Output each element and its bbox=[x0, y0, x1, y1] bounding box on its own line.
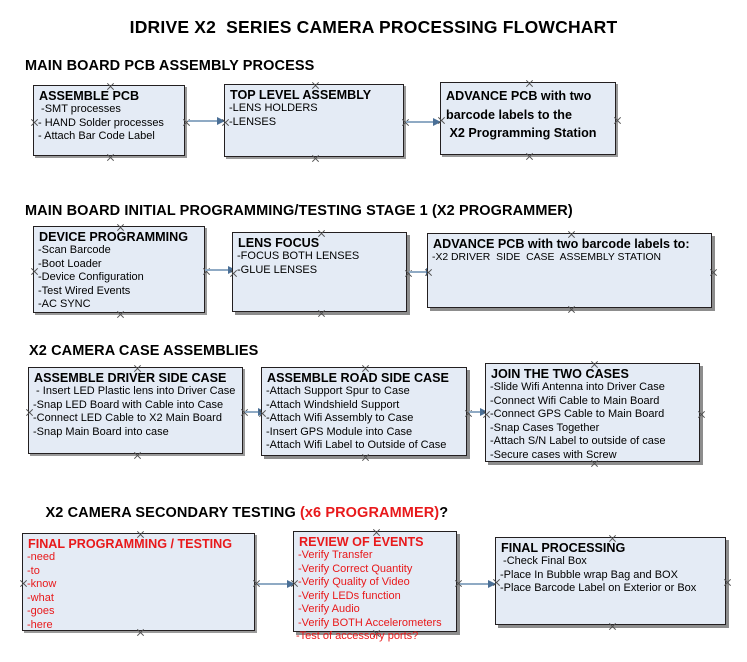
box-line: -Attach S/N Label to outside of case bbox=[490, 435, 666, 448]
resize-handle[interactable] bbox=[133, 451, 142, 460]
resize-handle[interactable] bbox=[106, 153, 115, 162]
box-line: -Place Barcode Label on Exterior or Box bbox=[500, 582, 697, 595]
box-assemble-road-side-case[interactable]: ASSEMBLE ROAD SIDE CASE -Attach Support … bbox=[261, 367, 467, 456]
box-line: -AC SYNC bbox=[38, 298, 91, 311]
box-line: -Scan Barcode bbox=[38, 244, 111, 256]
connector-arrow bbox=[460, 579, 496, 588]
box-title: FINAL PROGRAMMING / TESTING bbox=[28, 537, 233, 551]
resize-handle[interactable] bbox=[709, 268, 718, 277]
box-line: - Insert LED Plastic lens into Driver Ca… bbox=[33, 385, 236, 397]
box-line: -Snap Main Board into case bbox=[33, 425, 169, 438]
resize-handle[interactable] bbox=[361, 453, 370, 462]
box-final-processing[interactable]: FINAL PROCESSING -Check Final Box -Place… bbox=[495, 537, 726, 625]
section-heading-accent: (x6 PROGRAMMER) bbox=[299, 505, 440, 521]
box-line: X2 Programming Station bbox=[446, 126, 597, 140]
box-line: -Snap Cases Together bbox=[490, 421, 600, 434]
box-title: TOP LEVEL ASSEMBLY bbox=[230, 88, 372, 102]
resize-handle[interactable] bbox=[608, 622, 617, 631]
box-line: -Boot Loader bbox=[38, 257, 102, 270]
page-title: IDRIVE X2 SERIES CAMERA PROCESSING FLOWC… bbox=[129, 17, 618, 37]
box-title: ASSEMBLE ROAD SIDE CASE bbox=[267, 371, 449, 385]
box-line: -know bbox=[27, 578, 57, 591]
connector-arrow bbox=[188, 116, 225, 125]
connector-arrow bbox=[205, 265, 236, 274]
box-line: -Place In Bubble wrap Bag and BOX bbox=[500, 568, 678, 581]
box-top-level-assembly[interactable]: TOP LEVEL ASSEMBLY -LENS HOLDERS -LENSES bbox=[224, 84, 404, 157]
box-line: -Verify Correct Quantity bbox=[298, 562, 413, 575]
box-line: -X2 DRIVER SIDE CASE ASSEMBLY STATION bbox=[432, 252, 662, 263]
box-line: -LENSES bbox=[229, 115, 277, 128]
box-line: -Connect LED Cable to X2 Main Board bbox=[33, 412, 222, 425]
box-line: -need bbox=[27, 551, 56, 563]
connector-arrow bbox=[258, 579, 295, 588]
box-final-programming-testing[interactable]: FINAL PROGRAMMING / TESTING -need -to -k… bbox=[22, 533, 255, 631]
box-line: -Verify Transfer bbox=[298, 549, 373, 561]
box-line: -Connect GPS Cable to Main Board bbox=[490, 408, 665, 421]
box-title: ADVANCE PCB with two barcode labels to: bbox=[433, 237, 690, 251]
section-heading-main-board-initial-programming: MAIN BOARD INITIAL PROGRAMMING/TESTING S… bbox=[25, 203, 573, 219]
box-line: -Verify BOTH Accelerometers bbox=[298, 616, 442, 629]
box-join-the-two-cases[interactable]: JOIN THE TWO CASES -Slide Wifi Antenna i… bbox=[485, 363, 700, 462]
connector-arrow bbox=[469, 407, 488, 416]
box-title: ADVANCE PCB with two bbox=[446, 89, 592, 103]
box-line: -Attach Windshield Support bbox=[266, 398, 400, 411]
box-line: -Check Final Box bbox=[500, 555, 587, 567]
connector-arrow bbox=[406, 117, 441, 126]
box-advance-pcb-programming-station[interactable]: ADVANCE PCB with two barcode labels to t… bbox=[440, 82, 616, 155]
box-line: -GLUE LENSES bbox=[237, 263, 318, 276]
box-line: -here bbox=[27, 618, 53, 631]
resize-handle[interactable] bbox=[317, 309, 326, 318]
box-line: -Verify LEDs function bbox=[298, 589, 401, 602]
box-review-of-events[interactable]: REVIEW OF EVENTS -Verify Transfer -Verif… bbox=[293, 531, 457, 632]
section-heading-suffix: ? bbox=[439, 505, 449, 521]
box-line: -Snap LED Board with Cable into Case bbox=[33, 398, 224, 411]
box-line: -Slide Wifi Antenna into Driver Case bbox=[490, 381, 665, 393]
box-line: -to bbox=[27, 564, 40, 577]
box-line: - HAND Solder processes bbox=[38, 116, 164, 129]
box-line: -Secure cases with Screw bbox=[490, 448, 617, 461]
box-title: JOIN THE TWO CASES bbox=[491, 367, 629, 381]
box-advance-pcb-driver-side-station[interactable]: ADVANCE PCB with two barcode labels to: … bbox=[427, 233, 712, 308]
box-line: -Attach Wifi Assembly to Case bbox=[266, 412, 414, 425]
box-title: ASSEMBLE PCB bbox=[39, 89, 140, 103]
resize-handle[interactable] bbox=[311, 154, 320, 163]
box-lens-focus[interactable]: LENS FOCUS -FOCUS BOTH LENSES -GLUE LENS… bbox=[232, 232, 407, 312]
box-line: -Insert GPS Module into Case bbox=[266, 425, 413, 438]
section-heading-x2-camera-secondary-testing: X2 CAMERA SECONDARY TESTING (x6 PROGRAMM… bbox=[29, 489, 449, 537]
box-title: FINAL PROCESSING bbox=[501, 541, 626, 555]
box-line: - Attach Bar Code Label bbox=[38, 130, 155, 143]
box-line: barcode labels to the bbox=[446, 107, 572, 122]
box-assemble-driver-side-case[interactable]: ASSEMBLE DRIVER SIDE CASE - Insert LED P… bbox=[28, 367, 243, 454]
resize-handle[interactable] bbox=[567, 305, 576, 314]
section-heading-main-board-pcb-assembly: MAIN BOARD PCB ASSEMBLY PROCESS bbox=[25, 58, 315, 74]
box-line: -FOCUS BOTH LENSES bbox=[237, 250, 360, 262]
section-heading-x2-camera-case-assemblies: X2 CAMERA CASE ASSEMBLIES bbox=[29, 343, 259, 359]
section-heading-text: X2 CAMERA SECONDARY TESTING bbox=[45, 505, 300, 521]
box-line: -LENS HOLDERS bbox=[229, 102, 318, 114]
box-line: -SMT processes bbox=[38, 103, 121, 115]
box-line: -what bbox=[27, 591, 54, 604]
box-line: -Connect Wifi Cable to Main Board bbox=[490, 394, 660, 407]
box-line-overflow: -Test of accessory ports? bbox=[296, 630, 419, 642]
box-device-programming[interactable]: DEVICE PROGRAMMING -Scan Barcode -Boot L… bbox=[33, 226, 205, 313]
box-line: -Device Configuration bbox=[38, 271, 144, 284]
box-title: LENS FOCUS bbox=[238, 236, 320, 250]
resize-handle[interactable] bbox=[525, 152, 534, 161]
box-line: -Verify Quality of Video bbox=[298, 576, 410, 589]
box-assemble-pcb[interactable]: ASSEMBLE PCB -SMT processes - HAND Solde… bbox=[33, 85, 185, 156]
box-line: -Test Wired Events bbox=[38, 284, 131, 297]
box-line: -Attach Wifi Label to Outside of Case bbox=[266, 439, 447, 452]
box-line: -Attach Support Spur to Case bbox=[266, 385, 410, 397]
box-title: DEVICE PROGRAMMING bbox=[39, 230, 189, 244]
box-line: -goes bbox=[27, 605, 55, 618]
box-line: -Verify Audio bbox=[298, 603, 360, 616]
box-title: ASSEMBLE DRIVER SIDE CASE bbox=[34, 371, 227, 385]
box-title: REVIEW OF EVENTS bbox=[299, 535, 424, 549]
